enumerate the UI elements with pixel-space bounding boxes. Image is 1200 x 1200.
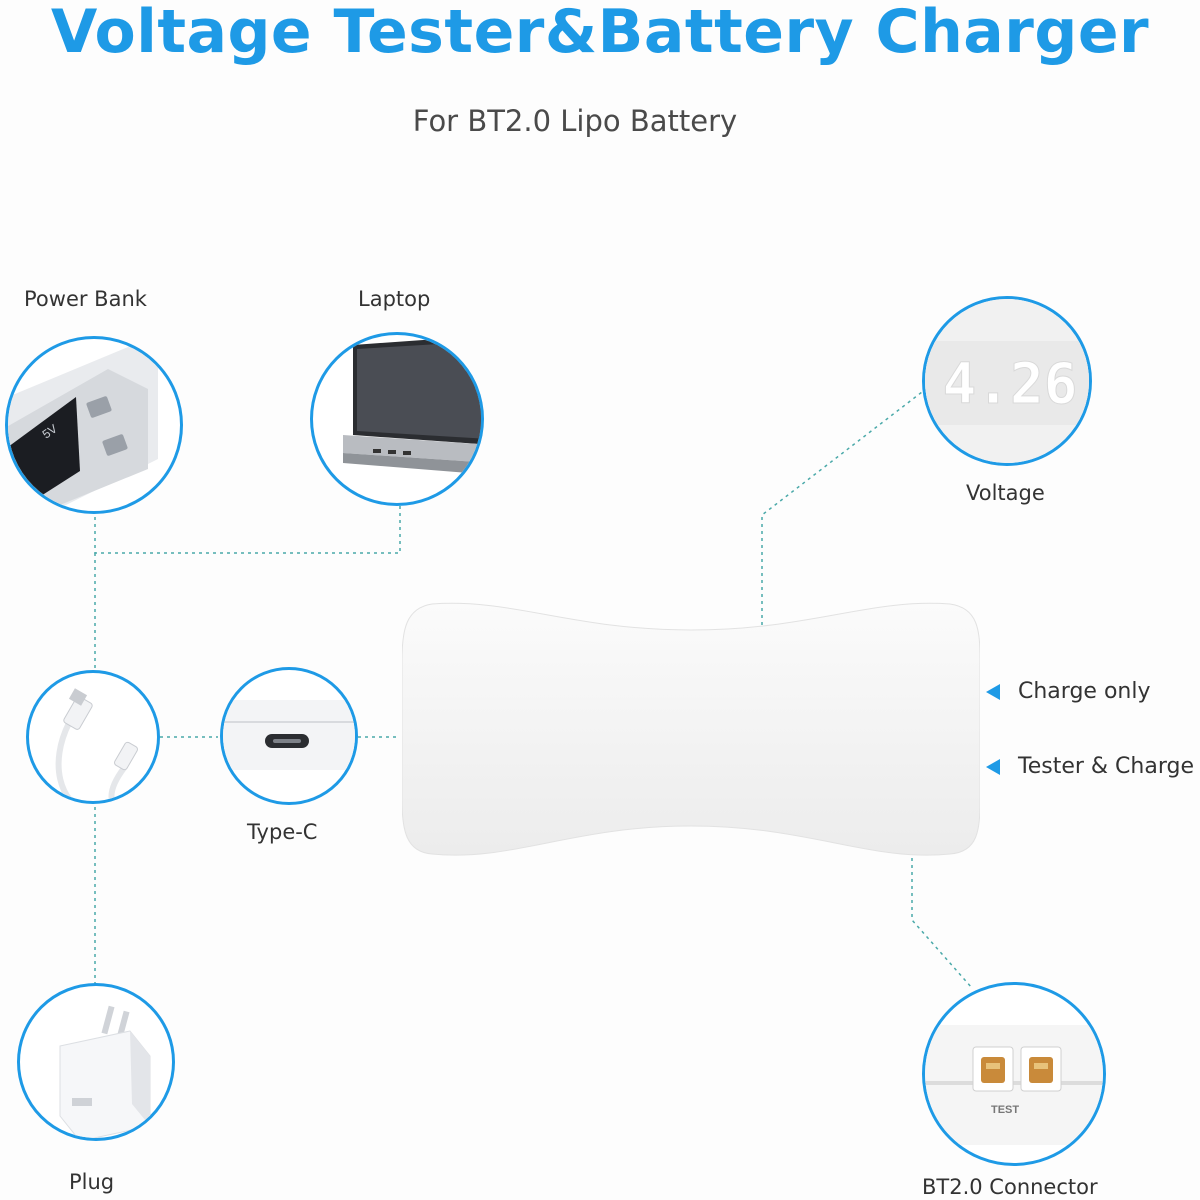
mode-charge-only: Charge only	[986, 679, 1150, 704]
power-bank-icon: 5V	[8, 347, 158, 511]
left-triangle-icon	[986, 683, 1000, 700]
plug-label: Plug	[69, 1170, 115, 1194]
mode-label: Charge only	[1018, 679, 1151, 704]
charger-device	[402, 602, 980, 856]
laptop-label: Laptop	[358, 287, 431, 311]
svg-text:5V: 5V	[40, 422, 60, 442]
power-bank-label: Power Bank	[24, 287, 147, 311]
type-c-circle	[220, 667, 358, 805]
bt2-connector-label: BT2.0 Connector	[922, 1175, 1098, 1199]
type-c-label: Type-C	[247, 820, 318, 844]
plug-icon	[59, 1005, 151, 1138]
type-c-port-icon	[223, 700, 355, 770]
left-triangle-icon	[986, 758, 1000, 775]
voltage-display-circle: 4.26	[922, 296, 1092, 466]
mode-tester-charge: Tester & Charge	[986, 754, 1194, 779]
power-bank-circle: 5V	[5, 336, 183, 514]
laptop-circle	[310, 332, 484, 506]
laptop-icon	[343, 335, 481, 475]
voltage-display: 4.26	[925, 299, 1089, 463]
test-port-text: TEST	[991, 1104, 1019, 1116]
voltage-readout: 4.26	[943, 352, 1078, 417]
plug-circle	[17, 983, 175, 1141]
bt2-connector-icon: TEST	[925, 1025, 1103, 1145]
usb-cable-circle	[26, 670, 160, 804]
bt2-connector-circle: TEST	[922, 982, 1106, 1166]
mode-label: Tester & Charge	[1018, 754, 1194, 779]
voltage-label: Voltage	[966, 481, 1045, 505]
usb-cable-icon	[55, 688, 138, 801]
page-subtitle: For BT2.0 Lipo Battery	[412, 104, 738, 138]
page-title: Voltage Tester&Battery Charger	[50, 0, 1150, 67]
